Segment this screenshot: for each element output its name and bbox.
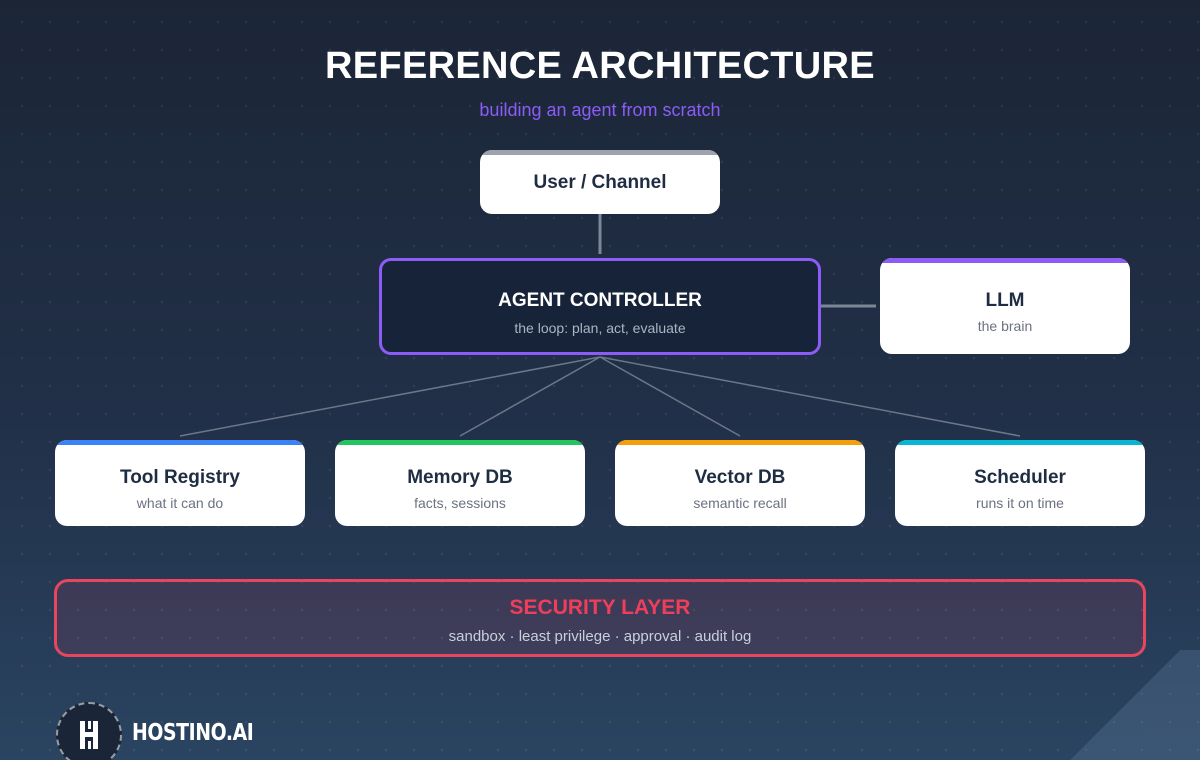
agent-controller-node: AGENT CONTROLLER the loop: plan, act, ev…: [379, 258, 821, 355]
node-title: Scheduler: [974, 467, 1066, 488]
logo-mark: [56, 702, 122, 760]
edge-controller-tool-registry: [179, 356, 601, 437]
node-title: Vector DB: [694, 467, 786, 488]
user-channel-node: User / Channel: [480, 150, 720, 214]
node-title: Tool Registry: [120, 467, 240, 488]
node-description: the loop: plan, act, evaluate: [514, 320, 686, 336]
memory-db-node: Memory DB facts, sessions: [335, 440, 585, 526]
page-subtitle: building an agent from scratch: [479, 100, 721, 120]
edge-controller-memory-db: [459, 356, 601, 437]
node-description: semantic recall: [693, 495, 787, 511]
logo-h-icon: [80, 721, 98, 749]
logo-wordmark: HOSTINO.AI: [132, 720, 254, 746]
node-title: Memory DB: [407, 467, 513, 488]
node-accent-bar: [895, 440, 1145, 445]
node-title: User / Channel: [533, 172, 667, 193]
node-title: LLM: [985, 290, 1025, 311]
node-description: the brain: [977, 318, 1033, 334]
node-accent-bar: [55, 440, 305, 445]
node-accent-bar: [335, 440, 585, 445]
node-description: runs it on time: [976, 495, 1064, 511]
node-description: facts, sessions: [414, 495, 506, 511]
node-description: what it can do: [136, 495, 224, 511]
security-layer: SECURITY LAYER sandbox · least privilege…: [54, 579, 1146, 657]
edge-controller-scheduler: [599, 356, 1021, 437]
page-title: REFERENCE ARCHITECTURE: [325, 45, 875, 87]
node-accent-bar: [480, 150, 720, 155]
llm-node: LLM the brain: [880, 258, 1130, 354]
edge-controller-vector-db: [599, 356, 741, 437]
security-layer-title: SECURITY LAYER: [509, 596, 691, 619]
tool-registry-node: Tool Registry what it can do: [55, 440, 305, 526]
security-layer-description: sandbox · least privilege · approval · a…: [448, 628, 752, 645]
node-accent-bar: [615, 440, 865, 445]
scheduler-node: Scheduler runs it on time: [895, 440, 1145, 526]
node-title: AGENT CONTROLLER: [498, 290, 702, 311]
vector-db-node: Vector DB semantic recall: [615, 440, 865, 526]
node-accent-bar: [880, 258, 1130, 263]
corner-decoration: [1050, 650, 1200, 760]
